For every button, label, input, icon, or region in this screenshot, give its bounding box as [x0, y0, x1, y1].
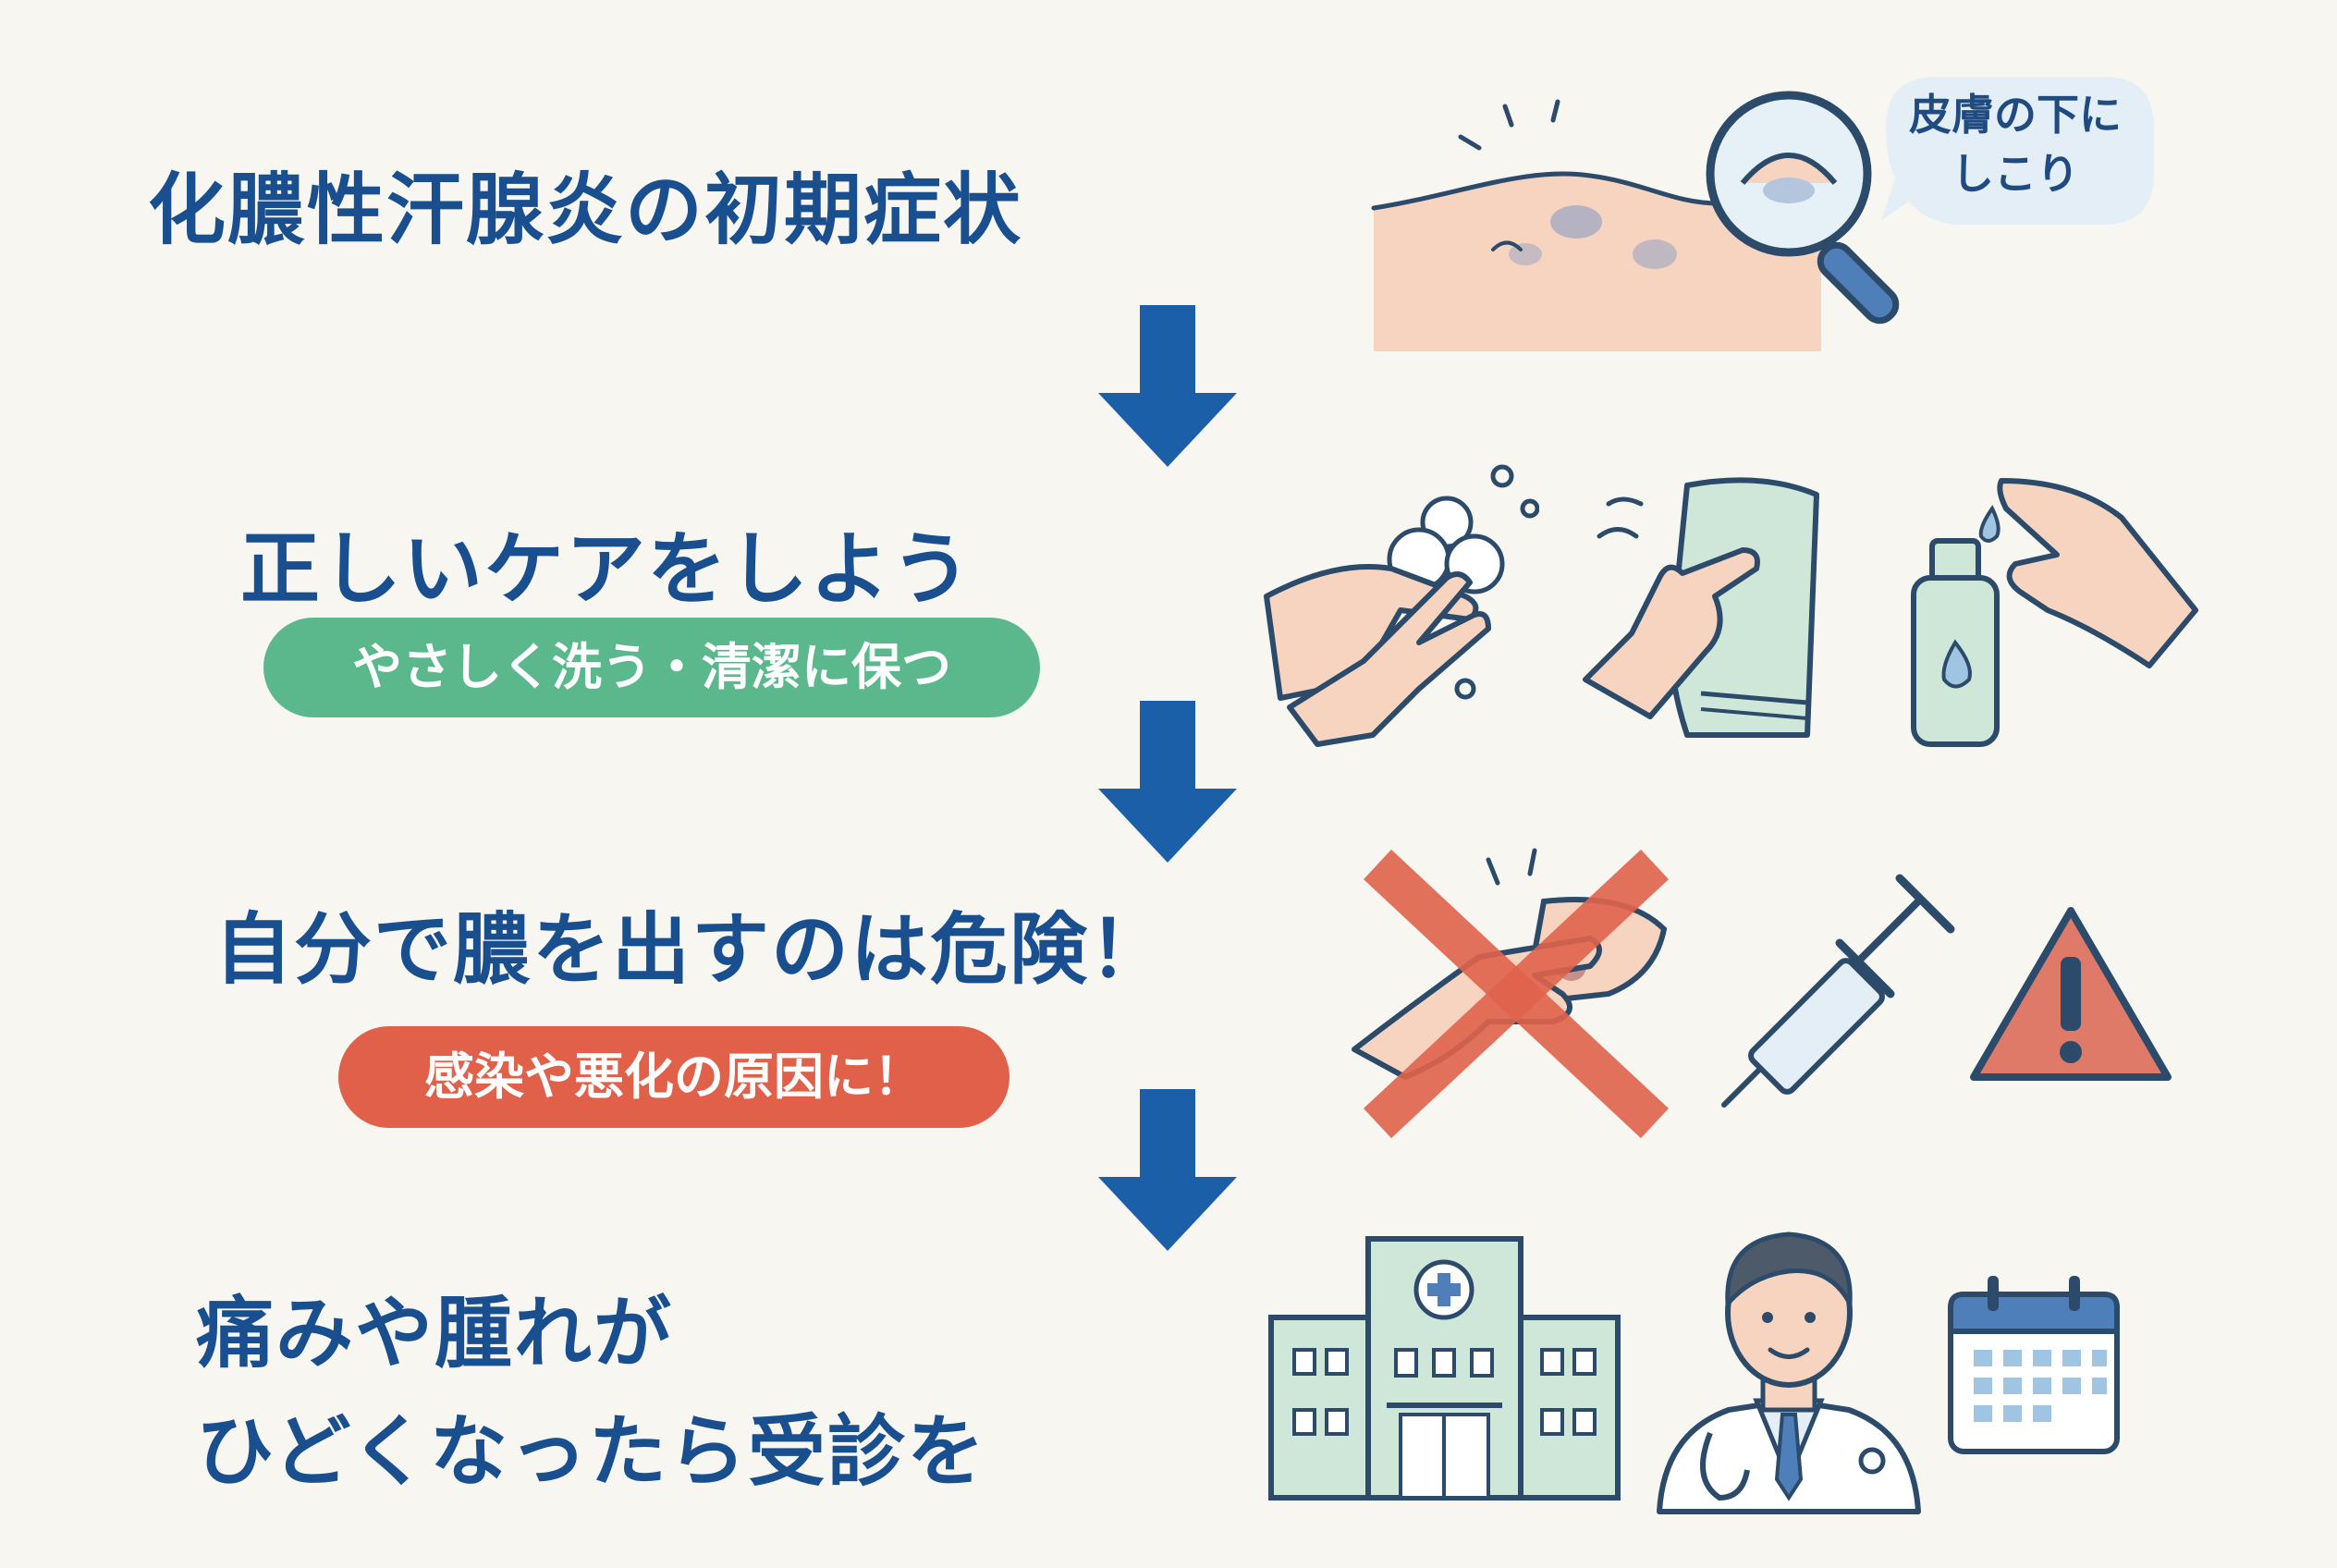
step4-title-line2: ひどくなったら受診を	[196, 1406, 986, 1497]
down-arrow-3	[1098, 1089, 1237, 1251]
squeeze-crossed-icon	[1350, 846, 1682, 1145]
step4-title-line1: 痛みや腫れが	[196, 1288, 674, 1378]
bubble-line2: しこり	[1952, 149, 2079, 199]
hand-washing-icon	[1262, 458, 1540, 757]
skin-lump-icon	[1368, 92, 1830, 364]
towel-dry-icon	[1576, 467, 1854, 766]
down-arrow-2	[1098, 701, 1237, 863]
speech-bubble	[1872, 72, 2159, 234]
care-tip-pill: やさしく洗う・清潔に保つ	[263, 618, 1040, 717]
danger-warning-pill: 感染や悪化の原因に！	[338, 1026, 1009, 1128]
doctor-icon	[1655, 1202, 1923, 1520]
step1-title: 化膿性汗腺炎の初期症状	[148, 165, 1023, 255]
step3-title: 自分で膿を出すのは危険！	[214, 904, 1169, 995]
step4-title: 痛みや腫れが ひどくなったら受診を	[196, 1274, 986, 1511]
magnifier-icon	[1687, 81, 1918, 344]
syringe-icon	[1715, 874, 1955, 1118]
lotion-bottle-icon	[1909, 472, 2205, 753]
bubble-line1: 皮膚の下に	[1909, 90, 2122, 140]
bubble-text: 皮膚の下に しこり	[1877, 85, 2154, 203]
warning-icon	[1964, 901, 2177, 1090]
step2-title: 正しいケアをしよう	[240, 523, 973, 616]
hospital-icon	[1266, 1234, 1622, 1506]
down-arrow-1	[1098, 305, 1237, 467]
calendar-icon	[1946, 1271, 2122, 1460]
